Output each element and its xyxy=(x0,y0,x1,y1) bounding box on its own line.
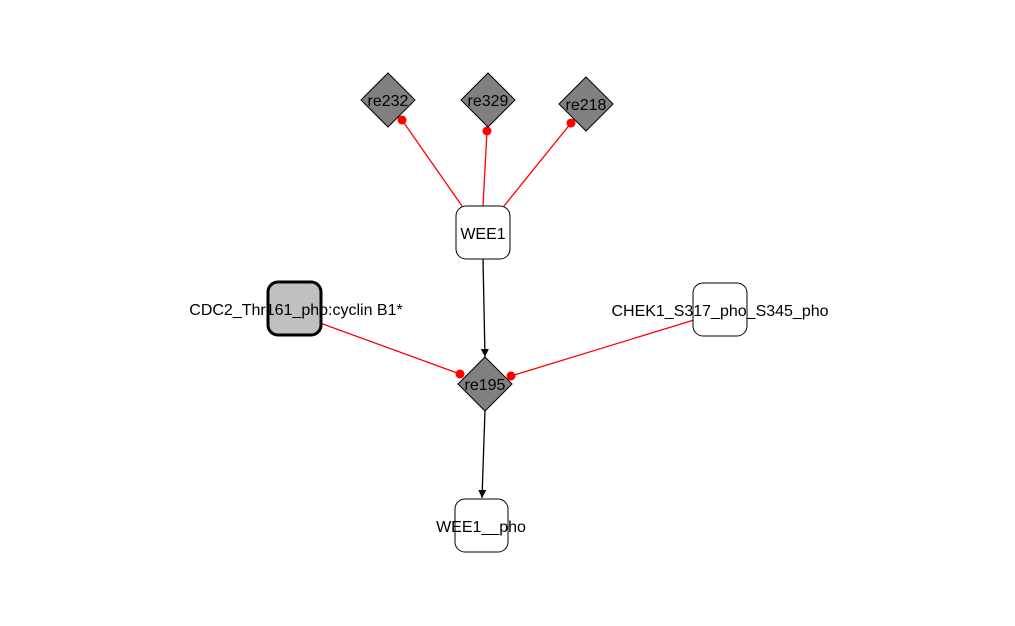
reaction-re218[interactable]: re218 xyxy=(558,76,614,132)
node-cdc2-label: CDC2_Thr161_pho:cyclin B1* xyxy=(189,302,402,319)
modulation-dot-re329 xyxy=(482,126,492,136)
modulation-dot-re232 xyxy=(397,115,407,125)
edge-chek1-re195 xyxy=(510,319,695,377)
edge-re195-wee1-pho xyxy=(478,409,487,499)
node-wee1-pho[interactable]: WEE1__pho xyxy=(436,498,526,553)
node-wee1[interactable]: WEE1 xyxy=(455,205,511,260)
reaction-re329-label: re329 xyxy=(468,93,509,110)
edge-wee1-re218 xyxy=(503,122,572,207)
modulation-dot-re195-right xyxy=(506,371,516,381)
reaction-re218-label: re218 xyxy=(566,97,607,114)
edge-wee1-re195 xyxy=(480,258,489,358)
node-wee1-label: WEE1 xyxy=(460,226,505,243)
edge-cdc2-re195 xyxy=(319,322,461,375)
reaction-re195[interactable]: re195 xyxy=(457,356,513,412)
reaction-re329[interactable]: re329 xyxy=(460,72,516,128)
reaction-re232-label: re232 xyxy=(368,93,409,110)
modulation-dot-re195-left xyxy=(455,369,465,379)
reaction-re232[interactable]: re232 xyxy=(360,72,416,128)
node-chek1-label: CHEK1_S317_pho_S345_pho xyxy=(611,303,828,320)
modulation-dot-re218 xyxy=(566,118,576,128)
node-wee1-pho-label: WEE1__pho xyxy=(436,519,526,536)
edge-wee1-re232 xyxy=(401,119,463,207)
edge-wee1-re329 xyxy=(482,130,488,207)
reaction-re195-label: re195 xyxy=(465,377,506,394)
node-chek1[interactable]: CHEK1_S317_pho_S345_pho xyxy=(611,282,829,337)
node-cdc2-cyclin-b1[interactable]: CDC2_Thr161_pho:cyclin B1* xyxy=(189,280,403,337)
